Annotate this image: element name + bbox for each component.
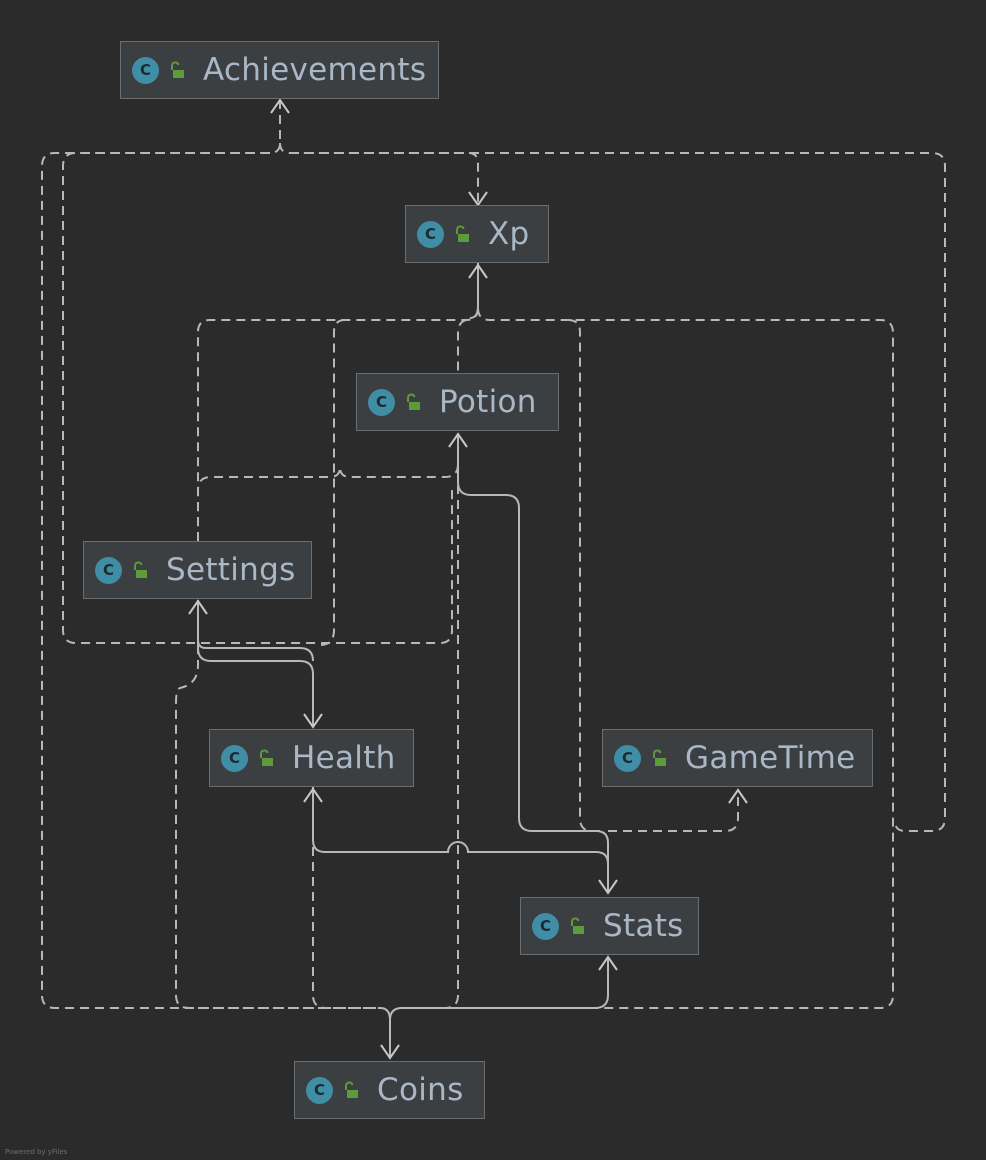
arrowhead-potion (448, 432, 468, 448)
edge-stats-coins (389, 957, 609, 1058)
class-icon: C (95, 556, 122, 584)
edge-stats-potion (457, 434, 609, 893)
node-settings[interactable]: C Settings (83, 541, 312, 599)
edge-health-stats (312, 789, 609, 865)
arrowhead-achievements (270, 98, 290, 114)
edge-settings-achievements (62, 152, 453, 644)
edge-xp-bus-right (400, 307, 894, 1009)
edge-settings-potion (197, 432, 459, 541)
edge-health-coins (312, 787, 380, 1009)
public-icon (134, 561, 147, 578)
class-icon: C (132, 56, 159, 84)
arrowheads (188, 98, 748, 1060)
class-icon: C (614, 744, 641, 772)
node-xp[interactable]: C Xp (405, 205, 549, 263)
node-potion[interactable]: C Potion (356, 373, 559, 431)
node-gametime[interactable]: C GameTime (602, 729, 873, 787)
arrowhead-stats-top (598, 879, 618, 895)
node-label: Health (292, 740, 396, 776)
arrowhead-stats-bottom (598, 955, 618, 971)
edge-settings-coins (175, 600, 380, 1009)
node-achievements[interactable]: C Achievements (120, 41, 439, 99)
node-label: Achievements (203, 52, 427, 88)
arrowhead-settings (188, 599, 208, 615)
class-icon: C (368, 388, 395, 416)
node-stats[interactable]: C Stats (520, 897, 699, 955)
public-icon (456, 225, 469, 242)
arrowhead-xp-bottom (468, 263, 488, 279)
public-icon (653, 749, 666, 766)
edge-coins-link (379, 1007, 391, 1021)
edge-xp-gametime-loop (567, 319, 600, 832)
class-icon: C (306, 1076, 333, 1104)
arrowhead-coins (380, 1044, 400, 1060)
node-health[interactable]: C Health (209, 729, 414, 787)
node-label: Xp (488, 216, 530, 252)
powered-by-footer: Powered by yFiles (5, 1148, 68, 1156)
solid-edges (197, 265, 609, 1058)
public-icon (407, 393, 420, 410)
public-icon (260, 749, 273, 766)
public-icon (171, 61, 184, 78)
node-label: Potion (439, 384, 537, 420)
node-label: Coins (377, 1072, 464, 1108)
edge-achievements-xp (41, 100, 380, 1009)
edge-bus-xp (279, 142, 479, 205)
arrowhead-gametime (728, 788, 748, 804)
edge-stats-xp (469, 265, 479, 319)
edge-settings-health-2 (197, 639, 314, 662)
node-coins[interactable]: C Coins (294, 1061, 485, 1119)
node-label: GameTime (685, 740, 856, 776)
public-icon (345, 1081, 358, 1098)
edge-stats-achievements (290, 152, 946, 832)
edge-xp-stats (457, 319, 467, 372)
edge-xp-health (319, 319, 346, 646)
class-icon: C (417, 220, 444, 248)
node-label: Settings (166, 552, 296, 588)
class-icon: C (221, 744, 248, 772)
public-icon (571, 917, 584, 934)
arrowhead-health-bottom (303, 787, 323, 803)
class-icon: C (532, 912, 559, 940)
edge-settings-health (197, 601, 314, 727)
arrowhead-health-top (303, 713, 323, 729)
node-label: Stats (603, 908, 684, 944)
edge-stats-gametime (608, 790, 739, 832)
